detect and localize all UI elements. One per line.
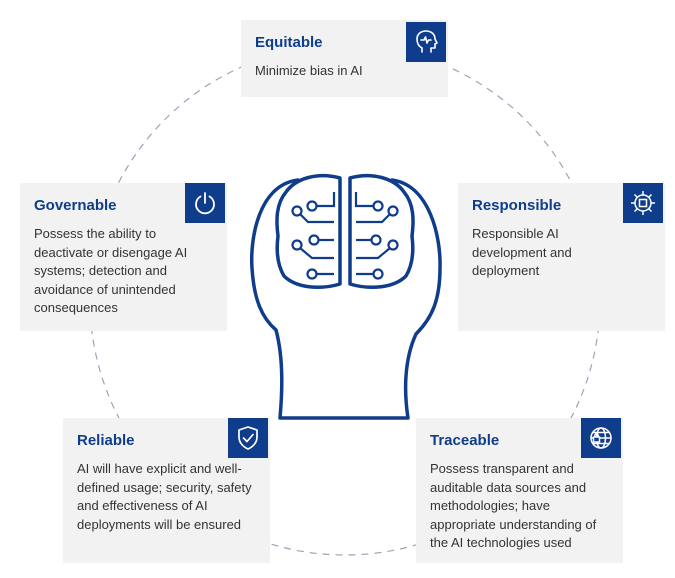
responsible-icon-box [623,183,663,223]
card-title: Traceable [430,432,500,449]
power-icon [195,192,215,215]
card-description: Minimize bias in AI [255,63,363,78]
governable-icon-box [185,183,225,223]
circuit-traces [299,192,391,276]
gear-chip-icon [631,191,655,215]
shield-check-icon [238,426,258,450]
reliable-icon-box [228,418,268,458]
card-description: Possess transparent and auditable data s… [430,461,597,550]
card-title: Governable [34,197,117,214]
brain-head-illustration [249,173,442,420]
card-description: AI will have explicit and well-defined u… [77,461,252,532]
card-description: Possess the ability to deactivate or dis… [34,226,188,315]
head-icon [416,30,438,53]
globe-lock-icon [590,427,612,449]
circuit-nodes [291,200,399,280]
card-title: Equitable [255,34,323,51]
card-title: Responsible [472,197,562,214]
card-title: Reliable [77,432,135,449]
traceable-icon-box [581,418,621,458]
equitable-icon-box [406,22,446,62]
card-description: Responsible AI development and deploymen… [472,226,572,278]
card-reliable: Reliable AI will have explicit and well-… [63,418,270,563]
